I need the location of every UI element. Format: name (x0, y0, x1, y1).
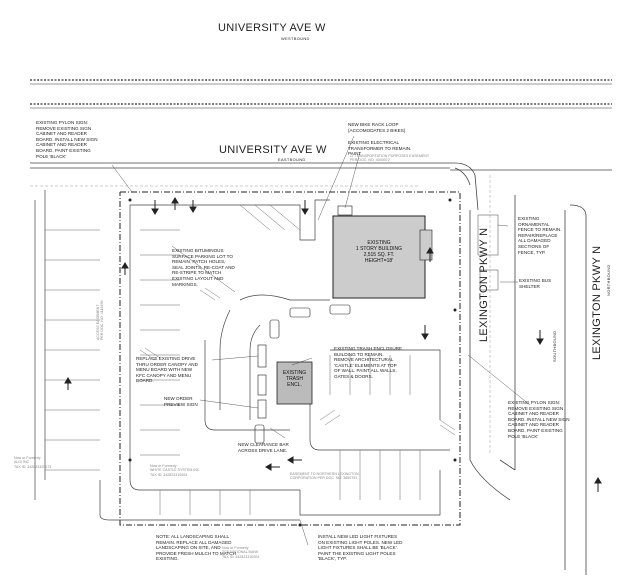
transformer (337, 205, 353, 216)
label-easement-south: EASEMENT TO NORTHERN LEXINGTON CORPORATI… (290, 472, 359, 481)
traffic-arrows (64, 197, 602, 492)
leader-lines (111, 135, 531, 546)
note-clearance: NEW CLEARANCE BAR ACROSS DRIVE LANE. (238, 442, 289, 453)
street-east1-name: LEXINGTON PKWY N (478, 227, 490, 342)
note-landscaping: NOTE: ALL LANDSCAPING SHALL REMAIN. REPL… (156, 534, 236, 562)
cars (254, 304, 351, 444)
note-bus-shelter: EXISTING BUS SHELTER (519, 278, 552, 289)
note-light-fixtures: INSTALL NEW LED LIGHT FIXTURES ON EXISTI… (318, 534, 403, 562)
trash-enclosure (276, 361, 313, 405)
street-east2-name: LEXINGTON PKWY N (591, 245, 603, 360)
note-parking-lot: EXISTING BITUMINOUS SURFACE PARKING LOT … (172, 248, 235, 287)
trash-enclosure-label: EXISTING TRASH ENCL. (282, 370, 307, 388)
light-poles (128, 198, 457, 527)
menu-board (257, 374, 267, 396)
street-south-name: UNIVERSITY AVE W (219, 144, 327, 156)
parking-stripes (45, 204, 421, 515)
street-east1-sub: SOUTHBOUND (552, 330, 557, 362)
street-north-sub: WESTBOUND (281, 36, 310, 41)
label-west-owner: Now or Formerly ALDI INC TAX ID: 3428233… (14, 456, 52, 469)
preview-sign (257, 399, 267, 419)
note-bike-rack: NEW BIKE RACK LOOP (ACCOMODATES 2 BIKES) (348, 122, 406, 133)
label-easement-north: LT TRANSPORTATION PURPOSES EASEMENT PER … (350, 154, 430, 163)
street-east2-sub: NORTHBOUND (606, 264, 611, 296)
note-fence: EXISTING ORNAMENTAL FENCE TO REMAIN. REP… (518, 216, 562, 255)
existing-building (332, 215, 426, 299)
note-transformer: EXISTING ELECTRICAL TRANSFORMER TO REMAI… (348, 140, 412, 157)
railway-lines (30, 79, 612, 109)
label-west-easement: ACCESS EASEMENT PER DOC. NO. 4118456 (96, 300, 105, 340)
label-south-owner2: Now or Formerly TCF NATIONAL BANK TAX ID… (222, 546, 260, 559)
parking-lot (34, 190, 450, 521)
street-north-name: UNIVERSITY AVE W (218, 22, 326, 34)
ornamental-fence (477, 214, 499, 291)
note-drive-lane: REPLACE EXISTING DRIVE THRU ORDER CANOPY… (136, 356, 198, 384)
property-boundary (119, 191, 461, 526)
hatched-islands (139, 287, 456, 436)
note-pylon-north: EXISTING PYLON SIGN: REMOVE EXISTING SIG… (36, 120, 98, 159)
road-curbs (30, 162, 612, 575)
label-south-owner1: Now or Formerly WHITE CASTLE SYSTEM INC … (150, 464, 200, 477)
building-label: EXISTING 1 STORY BUILDING 2,515 SQ. FT. … (355, 240, 403, 264)
note-pylon-east: EXISTING PYLON SIGN: REMOVE EXISTING SIG… (508, 400, 570, 439)
note-preview-sign: NEW ORDER PREVIEW SIGN (164, 396, 198, 407)
note-trash-enclosure: EXISTING TRASH ENCLOSURE BUILDING TO REM… (334, 346, 403, 379)
drive-thru-canopy (257, 344, 267, 368)
street-south-sub: EASTBOUND (278, 157, 306, 162)
